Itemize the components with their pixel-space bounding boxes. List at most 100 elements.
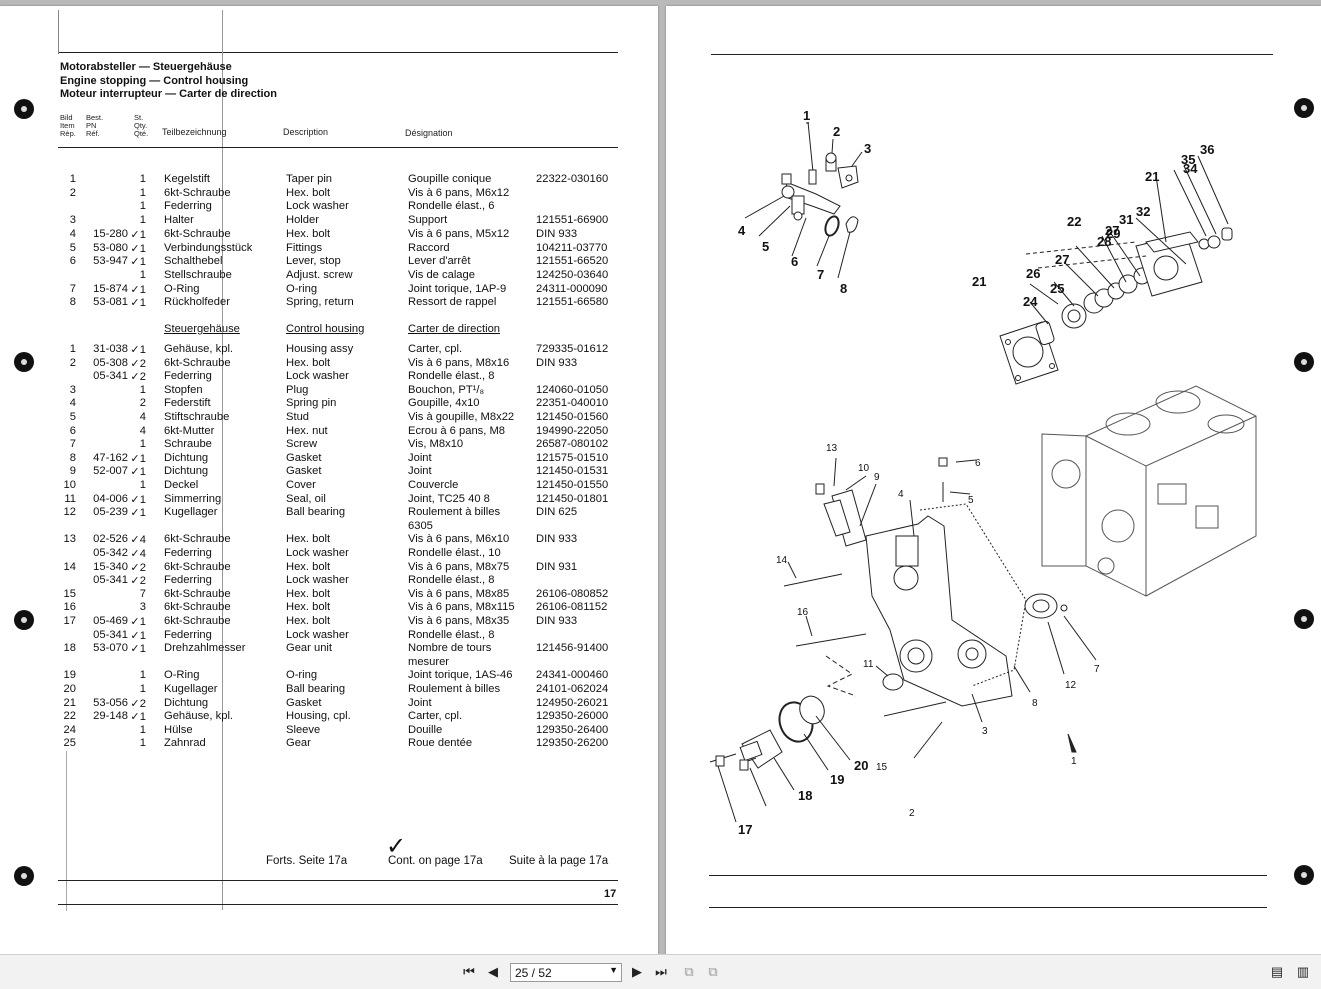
bottom-rule <box>709 907 1267 908</box>
cell-fr: Vis à 6 pans, M6x10 <box>408 533 510 546</box>
cell-qty: ✓2 <box>130 371 146 384</box>
cell-no: 26587-080102 <box>536 438 609 451</box>
cell-en: Hex. bolt <box>286 560 331 573</box>
cell-en: Adjust. screw <box>286 268 353 281</box>
section-head-de: Steuergehäuse <box>164 323 240 335</box>
cell-qty: ✓1 <box>130 452 146 465</box>
cell-qty: 3 <box>139 601 146 614</box>
cell-de: O-Ring <box>164 282 200 295</box>
footer-en: Cont. on page 17a <box>388 855 483 867</box>
cell-qty: 1 <box>139 683 146 695</box>
part-number-label: 22 <box>1067 214 1081 229</box>
cell-en: Hex. nut <box>286 424 328 437</box>
left-page: Motorabsteller — Steuergehäuse Engine st… <box>0 6 658 954</box>
cell-pn: 05-239 <box>93 506 128 519</box>
cell-en: Cover <box>286 479 316 491</box>
cell-de: Kugellager <box>164 683 218 695</box>
part-number-label: 15 <box>876 762 888 773</box>
cell-en: Sleeve <box>286 723 321 736</box>
page-indicator: 25 / 52 <box>515 966 552 980</box>
cell-item: 19 <box>63 669 76 682</box>
prev-page-icon[interactable]: ◀ <box>488 964 498 979</box>
cell-fr: Vis de calage <box>408 268 475 281</box>
cell-fr: Joint, TC25 40 8 <box>408 492 490 505</box>
cell-no: 121450-01801 <box>536 492 609 505</box>
cell-item: 3 <box>69 383 76 396</box>
page-left-icon[interactable]: ⧉ <box>684 964 694 979</box>
cell-pn: 05-342 <box>93 547 128 559</box>
cell-de: Hülse <box>164 723 193 736</box>
cell-de: Gehäuse, kpl. <box>164 710 234 723</box>
cell-item: 3 <box>69 214 76 227</box>
cell-pn: 53-080 <box>93 241 128 254</box>
header-de: Teilbezeichnung <box>162 127 227 137</box>
binder-hole <box>14 610 34 630</box>
first-page-icon[interactable]: ⏮ <box>463 964 475 979</box>
cell-item: 5 <box>69 411 76 423</box>
viewer-toolbar: ⏮ ◀ 25 / 52 ▼ ▶ ⏭ ⧉ ⧉ ▤ ▥ <box>0 954 1321 989</box>
part-number-label: 5 <box>762 239 769 254</box>
cell-fr: Support <box>408 214 448 227</box>
two-page-view-icon[interactable]: ▥ <box>1296 964 1310 979</box>
header-fr: Désignation <box>405 128 453 138</box>
bottom-rule <box>709 875 1267 876</box>
cell-qty: ✓1 <box>130 507 146 520</box>
binder-hole <box>1294 352 1314 372</box>
cell-en: Ball bearing <box>286 683 346 695</box>
part-number-label: 7 <box>817 267 824 282</box>
cell-item: 11 <box>64 492 76 505</box>
part-number-label: 4 <box>898 489 904 500</box>
page-selector[interactable]: 25 / 52 ▼ <box>510 963 622 982</box>
cell-qty: ✓1 <box>130 344 146 356</box>
cell-pn: 31-038 <box>93 343 128 355</box>
cell-no: 26106-080852 <box>536 587 609 600</box>
cell-fr: Vis à 6 pans, M8x35 <box>408 615 510 627</box>
single-page-view-icon[interactable]: ▤ <box>1270 964 1284 979</box>
cell-no: 121450-01531 <box>536 465 609 478</box>
part-number-label: 9 <box>874 472 880 483</box>
cell-en: Stud <box>286 411 310 423</box>
cell-qty: ✓1 <box>130 242 146 255</box>
next-page-icon[interactable]: ▶ <box>632 964 642 979</box>
part-number-label: 26 <box>1026 266 1040 281</box>
cell-en: Gasket <box>286 696 322 709</box>
column-line <box>222 10 223 910</box>
cell-de: 6kt-Mutter <box>164 424 215 437</box>
cell-fr: Goupille, 4x10 <box>408 397 480 410</box>
cell-en: Hex. bolt <box>286 601 331 614</box>
cell-item: 15 <box>63 587 76 600</box>
cell-no: 24341-000460 <box>536 669 609 682</box>
cell-qty: ✓4 <box>130 548 146 560</box>
cell-qty: ✓1 <box>130 466 146 479</box>
cell-de: 6kt-Schraube <box>164 560 231 573</box>
cell-qty: ✓2 <box>130 357 146 370</box>
cell-pn: 05-341 <box>93 628 128 641</box>
part-number-label: 5 <box>968 495 974 506</box>
last-page-icon[interactable]: ⏭ <box>655 964 667 979</box>
footer-rule <box>58 880 618 881</box>
cell-pn: 15-340 <box>93 560 128 573</box>
cell-no: 24311-000090 <box>536 282 608 295</box>
cell-fr: Rondelle élast., 6 <box>408 200 495 213</box>
cell-qty: 1 <box>139 268 146 281</box>
cell-fr: Joint <box>408 696 432 709</box>
cell-fr: Douille <box>408 723 443 736</box>
cell-fr: Lever d'arrêt <box>408 255 471 268</box>
part-number-label: 20 <box>854 758 868 773</box>
cell-fr: Carter, cpl. <box>408 710 463 723</box>
cell-fr: Roulement à billes <box>408 683 501 695</box>
cell-de: Schraube <box>164 438 212 451</box>
cell-en: Lever, stop <box>286 255 341 268</box>
cell-qty: ✓1 <box>130 283 146 296</box>
control-housing <box>709 457 1097 823</box>
page-right-icon[interactable]: ⧉ <box>708 964 718 979</box>
cell-en: O-ring <box>286 669 318 682</box>
binder-hole <box>1294 865 1314 885</box>
cell-item: 2 <box>69 186 76 199</box>
